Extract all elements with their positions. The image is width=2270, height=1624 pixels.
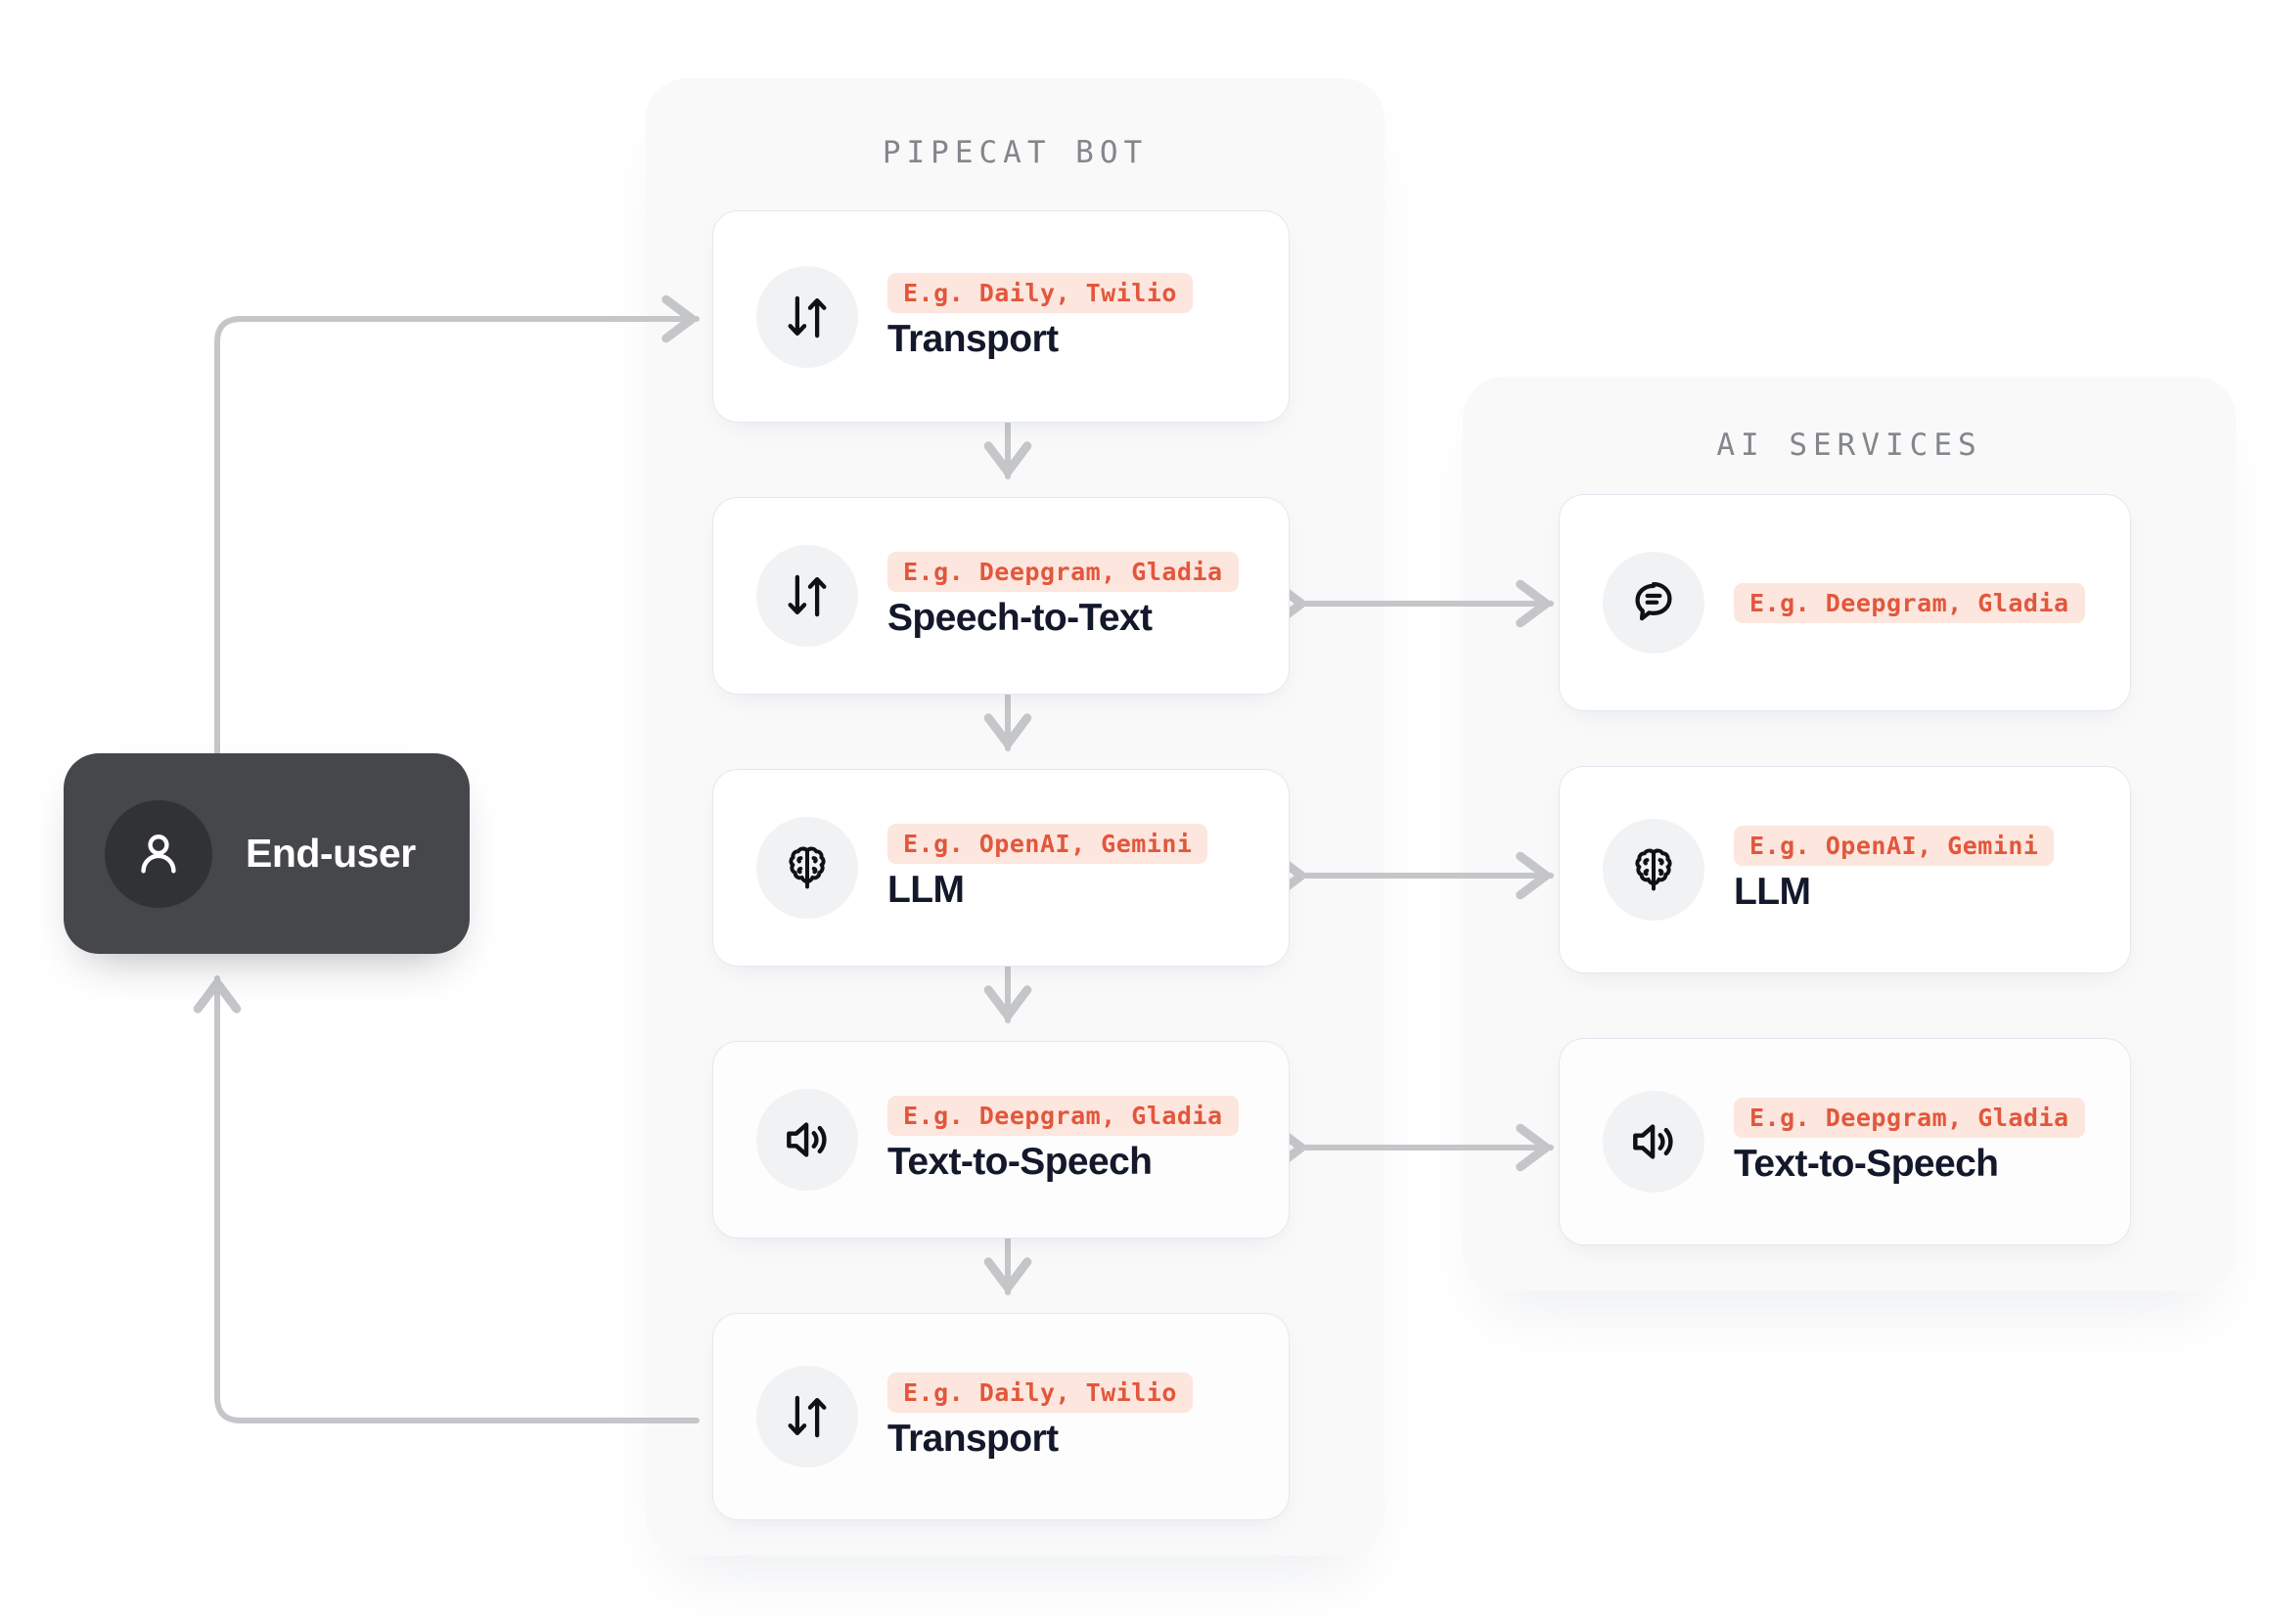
end-user-label: End-user — [246, 831, 416, 876]
end-user-node[interactable]: End-user — [64, 753, 470, 954]
speaker-icon — [756, 1089, 858, 1191]
card-title: Text-to-Speech — [1734, 1143, 1999, 1186]
card-badge: E.g. Daily, Twilio — [887, 272, 1193, 313]
card-badge: E.g. Deepgram, Gladia — [887, 1096, 1239, 1137]
card-transport-in[interactable]: E.g. Daily, Twilio Transport — [712, 210, 1290, 423]
card-body: E.g. Deepgram, Gladia Text-to-Speech — [887, 1096, 1239, 1184]
card-body: E.g. Daily, Twilio Transport — [887, 1373, 1193, 1461]
card-transport-out[interactable]: E.g. Daily, Twilio Transport — [712, 1313, 1290, 1520]
speech-bubble-icon — [1603, 552, 1704, 654]
card-title: Text-to-Speech — [887, 1141, 1153, 1184]
card-body: E.g. Deepgram, Gladia — [1734, 582, 2085, 623]
transfer-arrows-icon — [756, 1366, 858, 1467]
card-ai-transcription[interactable]: E.g. Deepgram, Gladia — [1559, 494, 2131, 711]
card-badge: E.g. OpenAI, Gemini — [887, 824, 1208, 865]
arrow-transport-to-enduser — [193, 975, 700, 1423]
transfer-arrows-icon — [756, 545, 858, 647]
card-title: Transport — [887, 317, 1059, 360]
card-body: E.g. Deepgram, Gladia Speech-to-Text — [887, 552, 1239, 640]
card-llm[interactable]: E.g. OpenAI, Gemini LLM — [712, 769, 1290, 967]
ai-services-panel-title: AI SERVICES — [1716, 428, 1982, 463]
pipecat-bot-panel-title: PIPECAT BOT — [882, 135, 1149, 170]
card-body: E.g. Daily, Twilio Transport — [887, 272, 1193, 361]
brain-icon — [1603, 819, 1704, 921]
card-ai-llm[interactable]: E.g. OpenAI, Gemini LLM — [1559, 766, 2131, 973]
card-badge: E.g. Deepgram, Gladia — [1734, 1098, 2085, 1139]
card-body: E.g. Deepgram, Gladia Text-to-Speech — [1734, 1098, 2085, 1186]
person-icon — [105, 799, 212, 908]
card-badge: E.g. Deepgram, Gladia — [887, 552, 1239, 593]
card-title: LLM — [1734, 871, 1811, 914]
card-text-to-speech[interactable]: E.g. Deepgram, Gladia Text-to-Speech — [712, 1041, 1290, 1239]
card-title: LLM — [887, 869, 965, 912]
card-badge: E.g. Daily, Twilio — [887, 1373, 1193, 1414]
card-body: E.g. OpenAI, Gemini LLM — [887, 824, 1208, 912]
card-badge: E.g. OpenAI, Gemini — [1734, 826, 2055, 867]
arrow-enduser-to-transport — [214, 294, 700, 756]
card-badge: E.g. Deepgram, Gladia — [1734, 582, 2085, 623]
brain-icon — [756, 817, 858, 919]
card-title: Transport — [887, 1418, 1059, 1461]
card-ai-text-to-speech[interactable]: E.g. Deepgram, Gladia Text-to-Speech — [1559, 1038, 2131, 1245]
card-speech-to-text[interactable]: E.g. Deepgram, Gladia Speech-to-Text — [712, 497, 1290, 695]
speaker-icon — [1603, 1091, 1704, 1193]
card-body: E.g. OpenAI, Gemini LLM — [1734, 826, 2055, 914]
transfer-arrows-icon — [756, 265, 858, 368]
card-title: Speech-to-Text — [887, 597, 1153, 640]
